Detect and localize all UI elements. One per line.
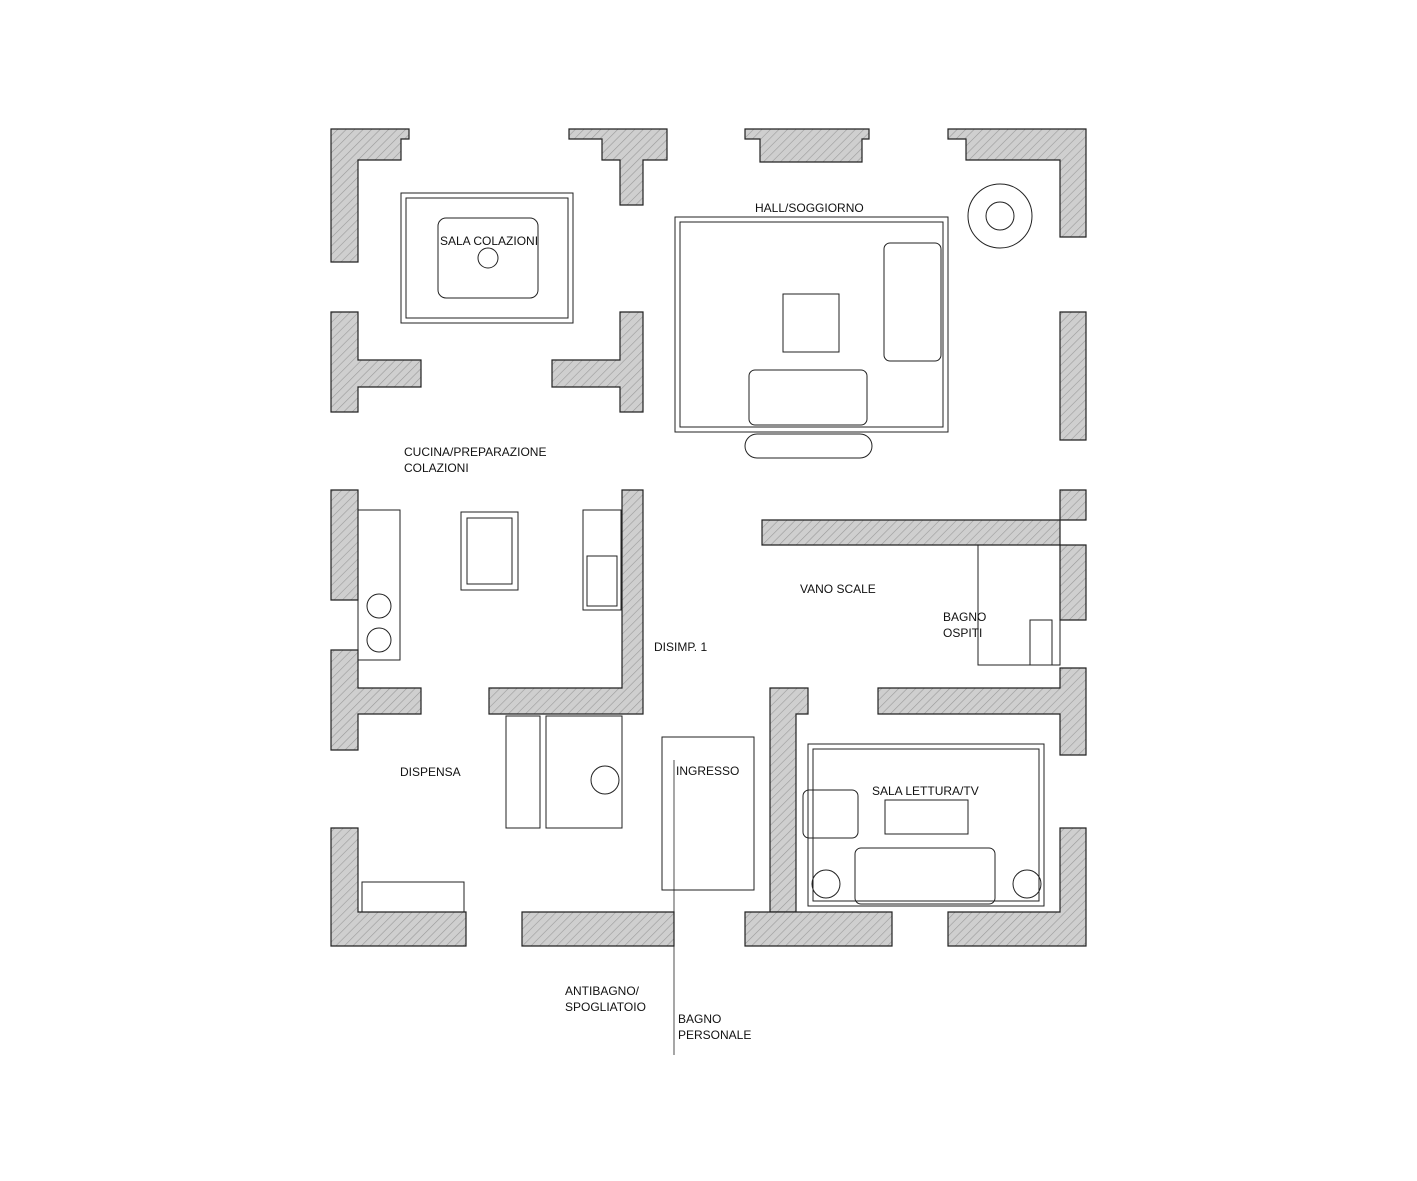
wall-left-upper	[330, 311, 422, 413]
bath-ospiti	[977, 544, 1061, 666]
wall-bottom-mid-left	[521, 911, 675, 947]
hall-rug	[674, 216, 949, 433]
washbasin	[590, 765, 620, 795]
label-hall: HALL/SOGGIORNO	[755, 201, 864, 215]
lamp-right	[1012, 869, 1042, 899]
coffee-table	[782, 293, 840, 353]
wall-left-mid	[330, 489, 359, 601]
armchair-lettura	[802, 789, 859, 839]
sink-2	[366, 627, 392, 653]
table-center-icon	[477, 247, 499, 269]
walls	[330, 128, 1087, 947]
wall-top-left	[330, 128, 410, 263]
round-table-inner	[985, 201, 1015, 231]
label-sala-colazioni: SALA COLAZIONI	[440, 234, 538, 248]
bathtub	[1029, 619, 1053, 666]
label-bagno-personale-1: BAGNO	[678, 1012, 721, 1026]
wall-disimp	[488, 489, 644, 715]
kitchen-island-inner	[466, 517, 513, 585]
label-dispensa: DISPENSA	[400, 765, 461, 779]
label-ingresso: INGRESSO	[676, 764, 739, 778]
tv-table	[884, 799, 969, 835]
label-cucina-1: CUCINA/PREPARAZIONE	[404, 445, 546, 459]
label-bagno-ospiti-2: OSPITI	[943, 626, 982, 640]
wall-bottom-right	[947, 827, 1087, 947]
dispensa-shelf	[361, 881, 465, 913]
label-antibagno-1: ANTIBAGNO/	[565, 984, 640, 998]
wall-bottom-left	[330, 827, 467, 947]
wall-bottom-mid-right	[744, 911, 893, 947]
kitchen-counter-right	[582, 509, 622, 611]
kitchen-island	[460, 511, 519, 591]
lamp-left	[811, 869, 841, 899]
wall-left-lower	[330, 649, 422, 751]
sala-colazioni-rug	[400, 192, 574, 324]
pantry-shelves	[505, 715, 541, 829]
label-bagno-ospiti-1: BAGNO	[943, 610, 986, 624]
breakfast-table	[437, 217, 539, 299]
label-antibagno-2: SPOGLIATOIO	[565, 1000, 646, 1014]
wall-stair-top	[761, 489, 1087, 546]
sink-1	[366, 593, 392, 619]
wall-lettura-left	[769, 687, 809, 913]
wall-top-mid-right	[744, 128, 870, 163]
wall-right-mid	[1059, 544, 1087, 621]
hall-rug-inner	[679, 221, 944, 428]
lettura-sofa	[854, 847, 996, 905]
label-bagno-personale-2: PERSONALE	[678, 1028, 751, 1042]
sofa-right	[883, 242, 942, 362]
label-cucina-2: COLAZIONI	[404, 461, 469, 475]
wall-cucina-mid	[551, 311, 644, 413]
bath-personale	[545, 715, 623, 829]
label-disimp: DISIMP. 1	[654, 640, 707, 654]
lettura-rug	[807, 743, 1045, 907]
label-vano-scale: VANO SCALE	[800, 582, 876, 596]
wall-top-right	[947, 128, 1087, 238]
round-table	[967, 183, 1033, 249]
wall-right-upper	[1059, 311, 1087, 441]
label-sala-lettura: SALA LETTURA/TV	[872, 784, 979, 798]
wall-top-mid-left	[568, 128, 668, 206]
wall-right-lower	[877, 667, 1087, 756]
kitchen-counter-left	[357, 509, 401, 661]
ingresso-rug	[661, 736, 755, 891]
sofa-bottom	[748, 369, 868, 426]
sala-colazioni-rug-inner	[405, 197, 569, 319]
interior-lines	[357, 183, 1061, 1055]
console	[744, 433, 873, 459]
lettura-rug-inner	[812, 748, 1040, 902]
stove	[586, 555, 618, 607]
